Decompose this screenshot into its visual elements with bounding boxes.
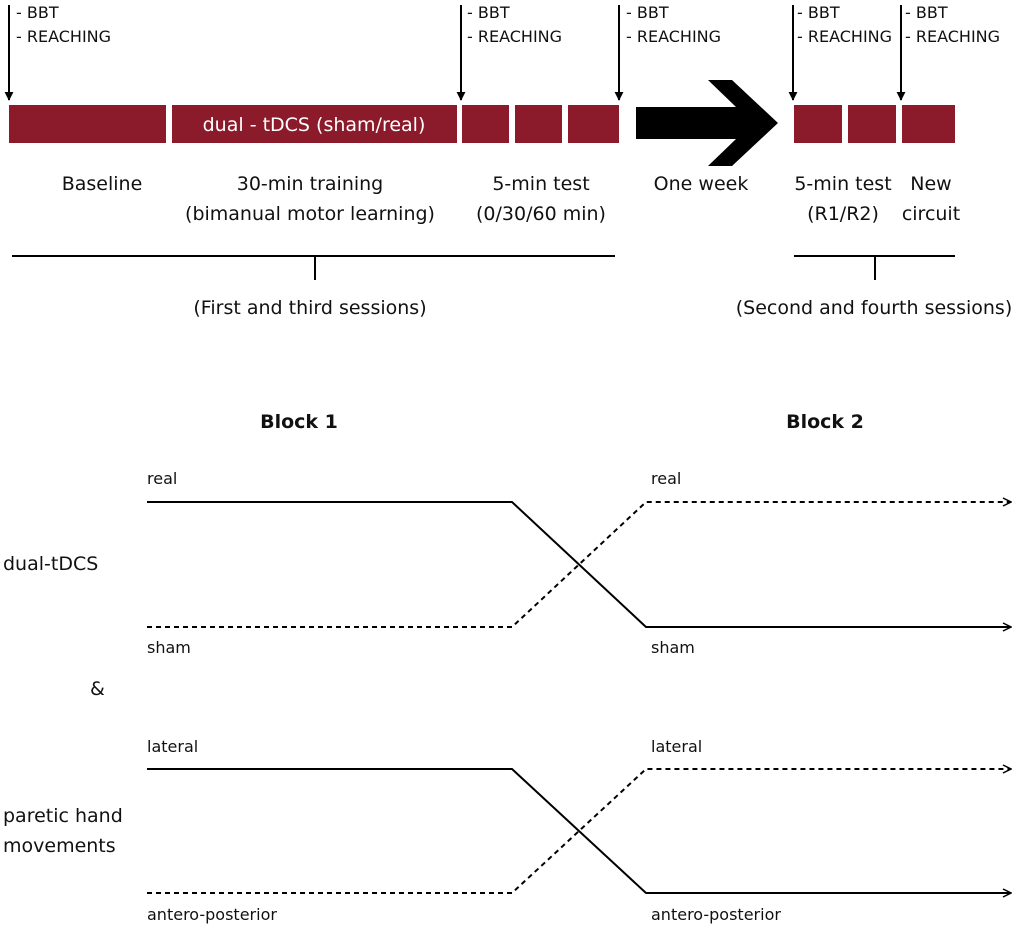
new-circuit-sublabel: circuit	[902, 203, 960, 225]
measure-label-bbt: - BBT	[626, 3, 669, 22]
baseline-label: Baseline	[62, 173, 143, 195]
training-label: 30-min training	[237, 173, 384, 195]
first-session-bracket	[12, 255, 615, 280]
measure-label-bbt: - BBT	[797, 3, 840, 22]
movement-block2-bottom-label: antero-posterior	[651, 905, 781, 924]
right-arrow-icon	[636, 80, 778, 166]
measure-arrow-4: - BBT - REACHING	[788, 3, 892, 101]
measure-label-reaching: - REACHING	[905, 27, 1000, 46]
measure-label-bbt: - BBT	[16, 3, 59, 22]
measure-arrow-5: - BBT - REACHING	[896, 3, 1000, 101]
block-2-heading: Block 2	[786, 411, 864, 433]
movement-ap-to-lateral-line	[147, 769, 1011, 894]
measure-label-bbt: - BBT	[905, 3, 948, 22]
measure-label-reaching: - REACHING	[16, 27, 111, 46]
paretic-hand-label: paretic hand	[3, 805, 123, 827]
tdcs-block1-bottom-label: sham	[147, 638, 191, 657]
retest-sublabel: (R1/R2)	[807, 203, 879, 225]
test-box-2	[515, 105, 562, 143]
retest-box-1	[794, 105, 842, 143]
tdcs-block2-bottom-label: sham	[651, 638, 695, 657]
test-box-3	[568, 105, 619, 143]
measure-label-reaching: - REACHING	[467, 27, 562, 46]
tdcs-real-to-sham-line	[147, 501, 1011, 627]
second-session-bracket	[794, 255, 955, 280]
measure-arrow-3: - BBT - REACHING	[614, 3, 721, 101]
movement-block1-top-label: lateral	[147, 737, 198, 756]
measure-label-reaching: - REACHING	[626, 27, 721, 46]
measure-label-reaching: - REACHING	[797, 27, 892, 46]
timeline-boxes: dual - tDCS (sham/real)	[9, 105, 955, 143]
one-week-label: One week	[654, 173, 749, 195]
block-1-heading: Block 1	[260, 411, 338, 433]
movement-block2-top-label: lateral	[651, 737, 702, 756]
tdcs-sham-to-real-line	[147, 502, 1011, 628]
ampersand-label: &	[90, 678, 105, 700]
test-label: 5-min test	[492, 173, 589, 195]
test-sublabel: (0/30/60 min)	[476, 203, 606, 225]
measure-arrow-2: - BBT - REACHING	[456, 3, 562, 101]
training-sublabel: (bimanual motor learning)	[185, 203, 435, 225]
new-circuit-box	[902, 105, 955, 143]
test-box-1	[462, 105, 509, 143]
first-third-sessions-label: (First and third sessions)	[193, 297, 426, 319]
movements-label: movements	[3, 835, 116, 857]
movement-block1-bottom-label: antero-posterior	[147, 905, 277, 924]
dual-tdcs-label: dual-tDCS	[3, 553, 98, 575]
new-circuit-label: New	[910, 173, 951, 195]
retest-label: 5-min test	[794, 173, 891, 195]
tdcs-block1-top-label: real	[147, 469, 177, 488]
training-box	[172, 105, 457, 143]
measure-label-bbt: - BBT	[467, 3, 510, 22]
tdcs-block2-top-label: real	[651, 469, 681, 488]
movement-lateral-to-ap-line	[147, 768, 1011, 893]
baseline-box	[9, 105, 166, 143]
retest-box-2	[848, 105, 896, 143]
measure-arrow-1: - BBT - REACHING	[4, 3, 111, 101]
second-fourth-sessions-label: (Second and fourth sessions)	[736, 297, 1013, 319]
dual-tdcs-box-label: dual - tDCS (sham/real)	[203, 114, 426, 136]
